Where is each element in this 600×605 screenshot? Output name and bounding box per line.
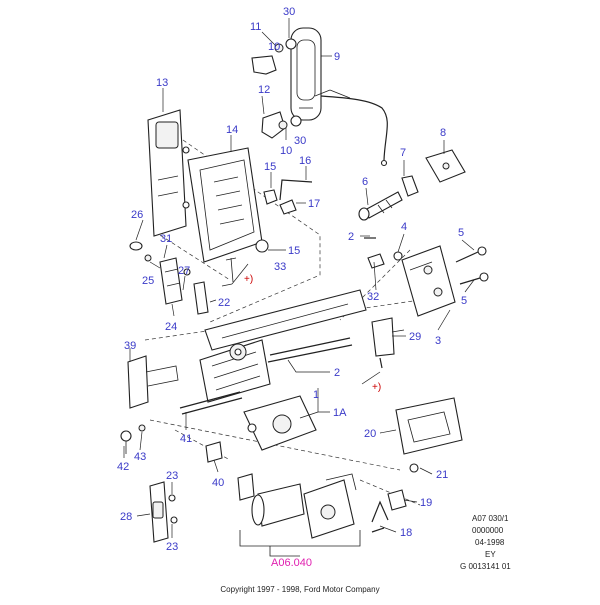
- stamp-line-1: A07 030/1: [472, 514, 509, 523]
- callout-30-top: 30: [283, 6, 295, 18]
- part-39-bracket: [127, 355, 179, 409]
- stamp-line-3: 04-1998: [475, 538, 505, 547]
- callout-15-top: 15: [264, 161, 276, 173]
- callout-7: 7: [400, 147, 406, 159]
- callout-numbers: 11 30 10 9 12 30 10 13 14 15 16 17 15 26…: [117, 6, 467, 553]
- callout-42: 42: [117, 461, 129, 473]
- part-1-lock-assembly: [179, 289, 367, 451]
- callout-10-bottom: 10: [280, 145, 292, 157]
- callout-2-bottom: 2: [334, 367, 340, 379]
- part-40-clip: [205, 441, 223, 463]
- part-14-bezel: [187, 147, 263, 263]
- copyright-notice: Copyright 1997 - 1998, Ford Motor Compan…: [220, 585, 379, 594]
- small-parts-left: [129, 241, 237, 315]
- part-5-bolts: [455, 246, 489, 285]
- callout-20: 20: [364, 428, 376, 440]
- callout-30-bottom: 30: [294, 135, 306, 147]
- callout-23-top: 23: [166, 470, 178, 482]
- callout-5-top: 5: [458, 227, 464, 239]
- part-15-nuts: [255, 189, 278, 253]
- callout-39: 39: [124, 340, 136, 352]
- part-18-19-clips: [371, 489, 407, 533]
- callout-33: 33: [274, 261, 286, 273]
- stamp-line-4: EY: [485, 550, 496, 559]
- callout-24: 24: [165, 321, 177, 333]
- callout-4: 4: [401, 221, 407, 233]
- callout-21: 21: [436, 469, 448, 481]
- part-11-cap: [251, 55, 277, 75]
- callout-18: 18: [400, 527, 412, 539]
- lock-cylinder-group: [237, 473, 361, 557]
- callout-40: 40: [212, 477, 224, 489]
- part-12-cap: [261, 111, 286, 139]
- part-17-clip: [279, 199, 297, 215]
- callout-43: 43: [134, 451, 146, 463]
- callout-13: 13: [156, 77, 168, 89]
- part-28-catch: [149, 481, 178, 543]
- part-4-32-2-small: [364, 237, 403, 369]
- callout-12: 12: [258, 84, 270, 96]
- part-10-30-fasteners: [274, 38, 302, 130]
- callout-6: 6: [362, 176, 368, 188]
- callout-27: 27: [178, 265, 190, 277]
- callout-29: 29: [409, 331, 421, 343]
- callout-32: 32: [367, 291, 379, 303]
- part-29-plate: [371, 317, 405, 357]
- part-42-43-screws: [120, 424, 146, 454]
- callout-16: 16: [299, 155, 311, 167]
- callout-22: 22: [218, 297, 230, 309]
- callout-41: 41: [180, 433, 192, 445]
- marker-plus-right: +): [372, 382, 381, 393]
- cable-fitting: [314, 89, 351, 99]
- part-7-6-striker: [358, 175, 419, 221]
- callout-8: 8: [440, 127, 446, 139]
- callout-25: 25: [142, 275, 154, 287]
- leader-lines: [123, 18, 475, 538]
- stamp-line-5: G 0013141 01: [460, 562, 511, 571]
- callout-2-top: 2: [348, 231, 354, 243]
- callout-15-bottom: 15: [288, 245, 300, 257]
- callout-19: 19: [420, 497, 432, 509]
- callout-10-top: 10: [268, 41, 280, 53]
- part-9-exterior-handle: [290, 27, 322, 121]
- stamp-line-2: 0000000: [472, 526, 504, 535]
- callout-28: 28: [120, 511, 132, 523]
- callout-26: 26: [131, 209, 143, 221]
- callout-9: 9: [334, 51, 340, 63]
- marker-plus-left: +): [244, 274, 253, 285]
- callout-1: 1: [313, 389, 319, 401]
- group-reference-label: A06.040: [271, 557, 312, 569]
- part-8-pad: [425, 149, 466, 183]
- cable-end: [380, 159, 388, 167]
- part-3-latch: [401, 245, 456, 317]
- callout-11: 11: [250, 21, 261, 33]
- callout-23-bottom: 23: [166, 541, 178, 553]
- callout-5-bottom: 5: [461, 295, 467, 307]
- callout-1a: 1A: [333, 407, 347, 419]
- callout-3: 3: [435, 335, 441, 347]
- part-13-handle-housing: [147, 109, 190, 237]
- part-16-pin: [279, 179, 313, 201]
- callout-31: 31: [160, 233, 172, 245]
- drawing-stamp: A07 030/1 0000000 04-1998 EY G 0013141 0…: [460, 514, 511, 571]
- callout-17: 17: [308, 198, 320, 210]
- callout-14: 14: [226, 124, 238, 136]
- part-20-bezel: [395, 397, 463, 473]
- release-cable: [320, 95, 388, 161]
